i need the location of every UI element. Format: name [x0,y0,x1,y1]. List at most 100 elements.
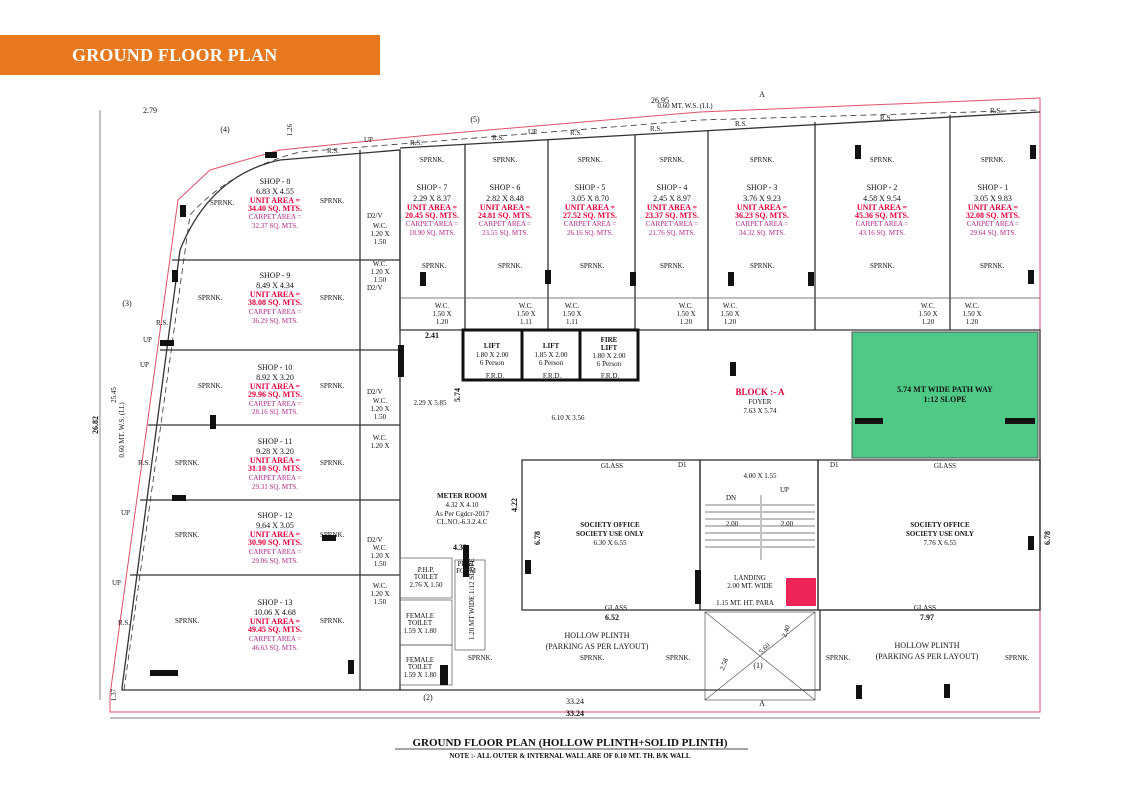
svg-text:GLASS: GLASS [914,604,936,612]
svg-text:SPRNK.: SPRNK. [750,156,775,164]
svg-text:GLASS: GLASS [605,604,627,612]
svg-text:7.97: 7.97 [920,613,934,622]
svg-text:1.20 MT WIDE 1:12 SLOPE: 1.20 MT WIDE 1:12 SLOPE [468,558,476,640]
svg-text:UNIT AREA =: UNIT AREA = [250,196,301,205]
svg-text:CARPET AREA =: CARPET AREA = [249,548,301,556]
svg-text:SOCIETY USE ONLY: SOCIETY USE ONLY [906,530,974,538]
shop-6: SPRNK. SHOP - 6 2.82 X 8.48 UNIT AREA = … [478,156,532,237]
svg-text:W.C.: W.C. [723,302,737,310]
svg-text:1.50 X: 1.50 X [516,310,535,318]
svg-text:SPRNK.: SPRNK. [750,262,775,270]
svg-text:29.06 SQ. MTS.: 29.06 SQ. MTS. [252,557,298,565]
svg-text:2.76 X 1.50: 2.76 X 1.50 [409,581,443,589]
svg-text:6.78: 6.78 [1043,531,1052,545]
svg-text:NOTE :- ALL OUTER & INTERNAL W: NOTE :- ALL OUTER & INTERNAL WALL ARE OF… [449,752,690,760]
svg-text:SPRNK.: SPRNK. [498,262,523,270]
svg-text:4.32 X 4.10: 4.32 X 4.10 [445,501,479,509]
svg-text:SPRNK.: SPRNK. [826,654,851,662]
svg-text:1.15 MT. HT. PARA: 1.15 MT. HT. PARA [716,599,774,607]
svg-text:PLAT: PLAT [458,560,475,568]
svg-text:43.16 SQ. MTS.: 43.16 SQ. MTS. [859,229,905,237]
svg-text:UP: UP [528,128,537,136]
svg-text:2.41: 2.41 [425,331,439,340]
svg-text:CARPET AREA =: CARPET AREA = [564,220,616,228]
svg-text:18.90 SQ. MTS.: 18.90 SQ. MTS. [409,229,455,237]
svg-text:DN: DN [726,494,736,502]
svg-text:29.64 SQ. MTS.: 29.64 SQ. MTS. [970,229,1016,237]
svg-text:GROUND FLOOR PLAN (HOLLOW PLIN: GROUND FLOOR PLAN (HOLLOW PLINTH+SOLID P… [412,737,727,749]
svg-text:3.05 X 8.70: 3.05 X 8.70 [571,194,609,203]
svg-text:SPRNK.: SPRNK. [493,156,518,164]
svg-text:SHOP - 7: SHOP - 7 [417,183,448,192]
shop-4: SPRNK. SHOP - 4 2.45 X 8.97 UNIT AREA = … [645,156,699,237]
svg-text:CARPET AREA =: CARPET AREA = [736,220,788,228]
path-way-label: 5.74 MT WIDE PATH WAY 1:12 SLOPE [897,385,993,404]
svg-text:49.45 SQ. MTS.: 49.45 SQ. MTS. [248,625,302,634]
svg-text:CARPET AREA =: CARPET AREA = [479,220,531,228]
svg-text:(1): (1) [753,661,763,670]
svg-text:2.00 MT. WIDE: 2.00 MT. WIDE [727,582,773,590]
svg-text:26.95: 26.95 [651,96,669,105]
path-way-area [851,331,1039,459]
svg-text:1.50: 1.50 [374,560,387,568]
svg-text:1.50: 1.50 [374,276,387,284]
svg-text:1:12 SLOPE: 1:12 SLOPE [924,395,967,404]
svg-text:W.C.: W.C. [373,397,387,405]
svg-text:D1: D1 [830,461,839,469]
svg-text:9.28 X 3.20: 9.28 X 3.20 [256,447,294,456]
svg-text:1.59 X 1.80: 1.59 X 1.80 [403,671,437,679]
svg-text:D1: D1 [678,461,687,469]
svg-text:SHOP - 8: SHOP - 8 [260,177,291,186]
svg-text:1.85 X 2.00: 1.85 X 2.00 [534,351,568,359]
svg-text:33.24: 33.24 [566,709,584,718]
svg-text:9.64 X 3.05: 9.64 X 3.05 [256,521,294,530]
svg-text:SPRNK.: SPRNK. [580,262,605,270]
svg-text:1.20: 1.20 [436,318,449,326]
svg-text:1.11: 1.11 [566,318,578,326]
svg-text:2.00: 2.00 [781,520,794,528]
svg-text:SPRNK.: SPRNK. [175,531,200,539]
shop-9: SHOP - 9 8.49 X 4.34 UNIT AREA = 38.08 S… [248,271,302,325]
svg-text:24.81 SQ. MTS.: 24.81 SQ. MTS. [478,211,532,220]
svg-text:SPRNK.: SPRNK. [320,197,345,205]
svg-text:SHOP - 4: SHOP - 4 [657,183,688,192]
svg-text:CARPET AREA =: CARPET AREA = [249,213,301,221]
svg-text:SPRNK.: SPRNK. [320,617,345,625]
svg-text:SOCIETY OFFICE: SOCIETY OFFICE [580,521,640,529]
svg-text:D2/V: D2/V [367,388,383,396]
svg-text:0.60 MT. W.S. (I.I.): 0.60 MT. W.S. (I.I.) [657,102,713,110]
svg-text:GLASS: GLASS [934,462,956,470]
svg-text:3.05 X 9.83: 3.05 X 9.83 [974,194,1012,203]
svg-text:2.79: 2.79 [143,106,157,115]
svg-text:1.20: 1.20 [966,318,979,326]
svg-text:UNIT AREA =: UNIT AREA = [857,203,908,212]
svg-text:33.24: 33.24 [566,697,584,706]
svg-text:SPRNK.: SPRNK. [210,199,235,207]
svg-text:R.S.: R.S. [570,129,582,137]
svg-text:SPRNK.: SPRNK. [578,156,603,164]
svg-text:FEMALE: FEMALE [406,656,434,664]
rs-up-labels: R.S. R.S. R.S. R.S. R.S. R.S. R.S. R.S. … [112,107,1002,627]
shop-12: SHOP - 12 9.64 X 3.05 UNIT AREA = 30.90 … [248,511,302,565]
svg-text:GLASS: GLASS [601,462,623,470]
stair-labels: 4.00 X 1.55 LANDING 2.00 MT. WIDE 1.15 M… [716,472,794,607]
svg-text:(3): (3) [122,299,132,308]
svg-text:A: A [759,90,765,99]
shop-8: SHOP - 8 6.83 X 4.55 UNIT AREA = 34.40 S… [248,177,302,230]
svg-text:D2/V: D2/V [367,212,383,220]
svg-text:W.C.: W.C. [373,434,387,442]
svg-text:7.76 X 6.55: 7.76 X 6.55 [923,539,957,547]
svg-text:7.63 X 5.74: 7.63 X 5.74 [743,407,777,415]
svg-text:2.29 X 8.37: 2.29 X 8.37 [413,194,451,203]
lift-block [461,328,640,382]
shop-13: SHOP - 13 10.06 X 4.68 UNIT AREA = 49.45… [248,598,302,652]
site-boundary [109,97,1041,713]
top-shop-partitions [400,115,1040,330]
svg-text:SHOP - 1: SHOP - 1 [978,183,1009,192]
svg-text:LANDING: LANDING [734,574,766,582]
svg-text:UNIT AREA =: UNIT AREA = [250,456,301,465]
svg-text:UNIT AREA =: UNIT AREA = [968,203,1019,212]
svg-text:CARPET AREA =: CARPET AREA = [249,635,301,643]
svg-text:2.58: 2.58 [718,657,730,672]
hollow-plinth-labels: HOLLOW PLINTH (PARKING AS PER LAYOUT) HO… [546,631,979,661]
